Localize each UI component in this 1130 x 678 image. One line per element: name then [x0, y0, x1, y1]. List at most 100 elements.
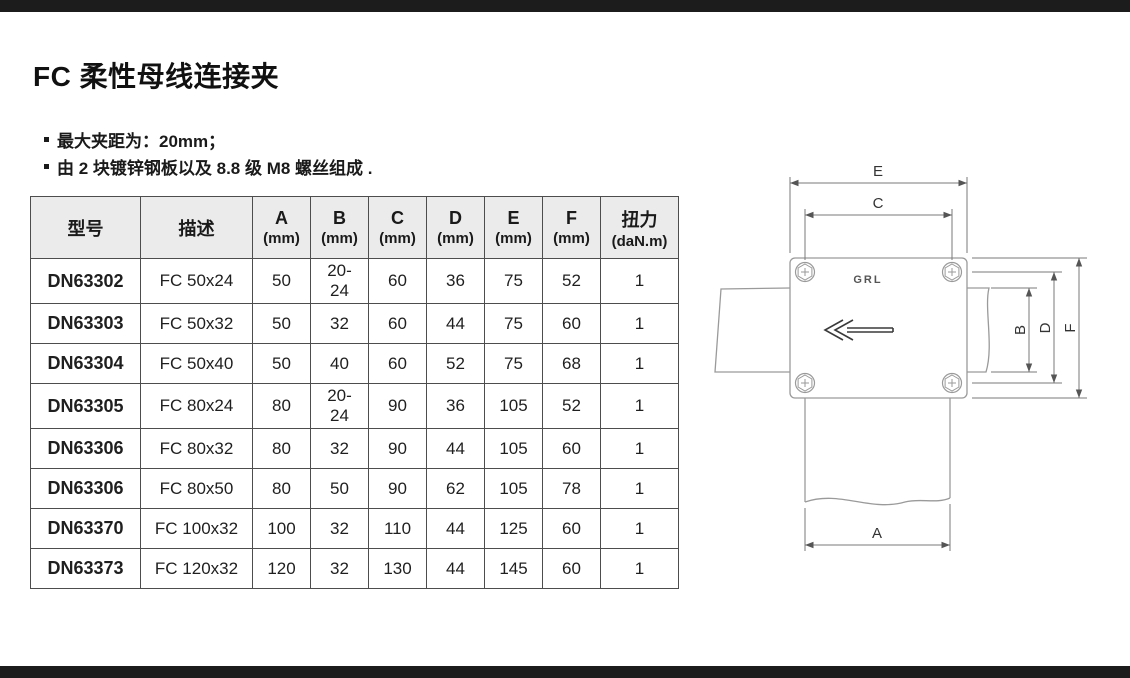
value-cell: 32: [310, 303, 369, 344]
value-cell: 1: [600, 548, 679, 589]
bullet-text: 最大夹距为：20mm；: [57, 132, 226, 151]
model-cell: DN63370: [30, 508, 141, 549]
description-cell: FC 80x50: [140, 468, 253, 509]
dimension-d: D: [972, 271, 1062, 384]
value-cell: 44: [426, 303, 485, 344]
bolt-icon: [941, 372, 963, 394]
bullet-list: 最大夹距为：20mm； 由 2 块镀锌钢板以及 8.8 级 M8 螺丝组成 .: [44, 126, 373, 180]
value-cell: 90: [368, 428, 427, 469]
dim-label-c: C: [873, 195, 884, 212]
value-cell: 90: [368, 383, 427, 429]
column-header: 描述: [140, 196, 253, 259]
column-header-label: 描述: [178, 218, 215, 239]
column-header: E (mm): [484, 196, 543, 259]
value-cell: 36: [426, 258, 485, 304]
dimension-a: A: [804, 504, 951, 551]
value-cell: 1: [600, 383, 679, 429]
value-cell: 1: [600, 258, 679, 304]
value-cell: 44: [426, 508, 485, 549]
column-header-label: B: [333, 208, 346, 228]
description-cell: FC 50x32: [140, 303, 253, 344]
bullet-item: 最大夹距为：20mm；: [44, 126, 373, 153]
model-cell: DN63373: [30, 548, 141, 589]
value-cell: 145: [484, 548, 543, 589]
column-header-unit: (mm): [263, 230, 300, 247]
column-header-label: D: [449, 208, 462, 228]
direction-arrow-icon: [823, 319, 894, 341]
value-cell: 80: [252, 383, 311, 429]
column-header: B (mm): [310, 196, 369, 259]
value-cell: 36: [426, 383, 485, 429]
value-cell: 62: [426, 468, 485, 509]
value-cell: 105: [484, 468, 543, 509]
value-cell: 1: [600, 508, 679, 549]
column-header-label: 型号: [67, 218, 104, 239]
model-cell: DN63303: [30, 303, 141, 344]
model-cell: DN63305: [30, 383, 141, 429]
bullet-square-icon: [44, 164, 49, 169]
bullet-item: 由 2 块镀锌钢板以及 8.8 级 M8 螺丝组成 .: [44, 153, 373, 180]
value-cell: 60: [542, 428, 601, 469]
dim-label-e: E: [873, 163, 883, 180]
dim-label-a: A: [872, 525, 882, 542]
column-header-unit: (mm): [495, 230, 532, 247]
description-cell: FC 50x24: [140, 258, 253, 304]
value-cell: 60: [542, 508, 601, 549]
bullet-square-icon: [44, 137, 49, 142]
value-cell: 50: [252, 258, 311, 304]
column-header-unit: (mm): [553, 230, 590, 247]
description-cell: FC 100x32: [140, 508, 253, 549]
column-header: D(mm): [426, 196, 485, 259]
dimension-e: E: [789, 163, 968, 253]
busbar-vertical: [804, 398, 951, 506]
value-cell: 32: [310, 508, 369, 549]
value-cell: 20-24: [310, 258, 369, 304]
value-cell: 75: [484, 258, 543, 304]
column-header: 型号: [30, 196, 141, 259]
value-cell: 80: [252, 468, 311, 509]
busbar-horizontal: [714, 287, 990, 373]
description-cell: FC 80x32: [140, 428, 253, 469]
column-header-unit: (mm): [321, 230, 358, 247]
value-cell: 52: [542, 383, 601, 429]
value-cell: 1: [600, 303, 679, 344]
column-header-label: A: [275, 208, 288, 228]
page-title: FC 柔性母线连接夹: [33, 61, 280, 92]
value-cell: 68: [542, 343, 601, 384]
column-header: C(mm): [368, 196, 427, 259]
dim-label-f: F: [1062, 323, 1079, 332]
value-cell: 50: [252, 303, 311, 344]
dim-label-b: B: [1012, 325, 1029, 335]
technical-diagram: GRL E C B D F: [714, 163, 1087, 551]
column-header-label: E: [507, 208, 520, 228]
value-cell: 1: [600, 428, 679, 469]
column-header-label: C: [391, 208, 404, 228]
grl-brand-label: GRL: [853, 274, 882, 286]
dim-label-d: D: [1037, 322, 1054, 333]
top-black-bar: [0, 0, 1130, 12]
model-cell: DN63306: [30, 468, 141, 509]
value-cell: 40: [310, 343, 369, 384]
value-cell: 130: [368, 548, 427, 589]
column-header-label: 扭力: [621, 209, 658, 230]
value-cell: 32: [310, 548, 369, 589]
bolt-icon: [794, 372, 816, 394]
value-cell: 120: [252, 548, 311, 589]
value-cell: 105: [484, 383, 543, 429]
column-header: F(mm): [542, 196, 601, 259]
value-cell: 20-24: [310, 383, 369, 429]
column-header-unit: (daN.m): [611, 232, 668, 250]
value-cell: 78: [542, 468, 601, 509]
value-cell: 75: [484, 343, 543, 384]
value-cell: 90: [368, 468, 427, 509]
value-cell: 32: [310, 428, 369, 469]
